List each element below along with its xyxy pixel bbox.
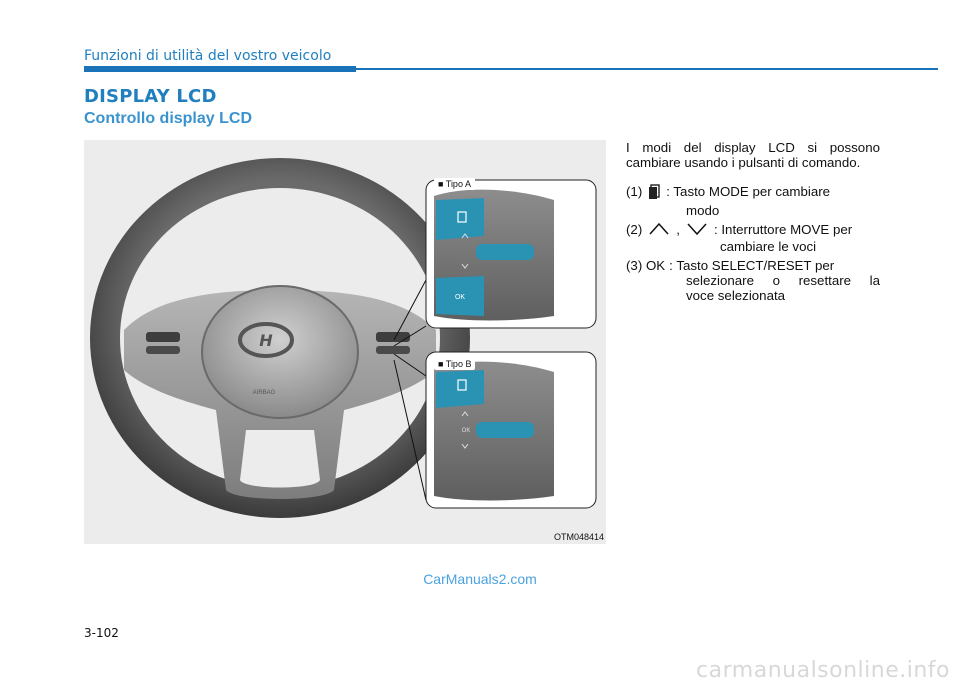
item-number: (3) OK [626, 258, 666, 273]
item-description: : Tasto MODE per cambiare [666, 184, 831, 199]
item-description-cont: selezionare o resettare la [686, 273, 880, 288]
item-number: (1) [626, 184, 643, 199]
item-description: : Interruttore MOVE per [713, 222, 853, 237]
intro-paragraph: I modi del display LCD si possono cambia… [626, 140, 880, 170]
item-description: : Tasto SELECT/RESET per [669, 258, 835, 273]
header-rule-thick [84, 66, 356, 72]
panel-a-ok-label: OK [455, 294, 465, 301]
airbag-label: AIRBAG [253, 390, 276, 396]
panel-b-ok-label: OK [462, 428, 471, 434]
section-title: Funzioni di utilità del vostro veicolo [84, 48, 332, 64]
mode-button-icon [648, 184, 660, 203]
chevron-up-icon [648, 222, 670, 239]
page-number: 3-102 [84, 626, 119, 640]
list-item: (2) , : Interruttore MOVE per cambiare l… [626, 222, 880, 254]
site-watermark: carmanualsonline.info [696, 658, 950, 683]
item-separator: , [676, 222, 680, 237]
steering-wheel-illustration: H AIRBAG OK OK [90, 158, 597, 518]
panel-b-label: ■ Tipo B [434, 358, 476, 370]
watermark-link[interactable]: CarManuals2.com [423, 571, 537, 587]
item-description-cont-2: voce selezionata [686, 288, 786, 303]
figure-code: OTM048414 [553, 532, 604, 542]
item-description-cont: cambiare le voci [720, 239, 817, 254]
list-item: (3) OK : Tasto SELECT/RESET per selezion… [626, 258, 880, 303]
item-description-cont: modo [686, 203, 720, 218]
svg-text:H: H [259, 331, 273, 350]
steering-wheel-figure: H AIRBAG OK OK ■ Tipo A ■ Tipo B OTM0484… [84, 140, 606, 544]
panel-a-label: ■ Tipo A [434, 178, 475, 190]
item-number: (2) [626, 222, 643, 237]
list-item: (1) : Tasto MODE per cambiare modo [626, 184, 880, 218]
body-text: I modi del display LCD si possono cambia… [626, 140, 880, 303]
sub-heading: Controllo display LCD [84, 110, 252, 127]
header-rule-thin [356, 68, 938, 70]
main-heading: DISPLAY LCD [84, 86, 217, 107]
chevron-down-icon [686, 222, 708, 239]
